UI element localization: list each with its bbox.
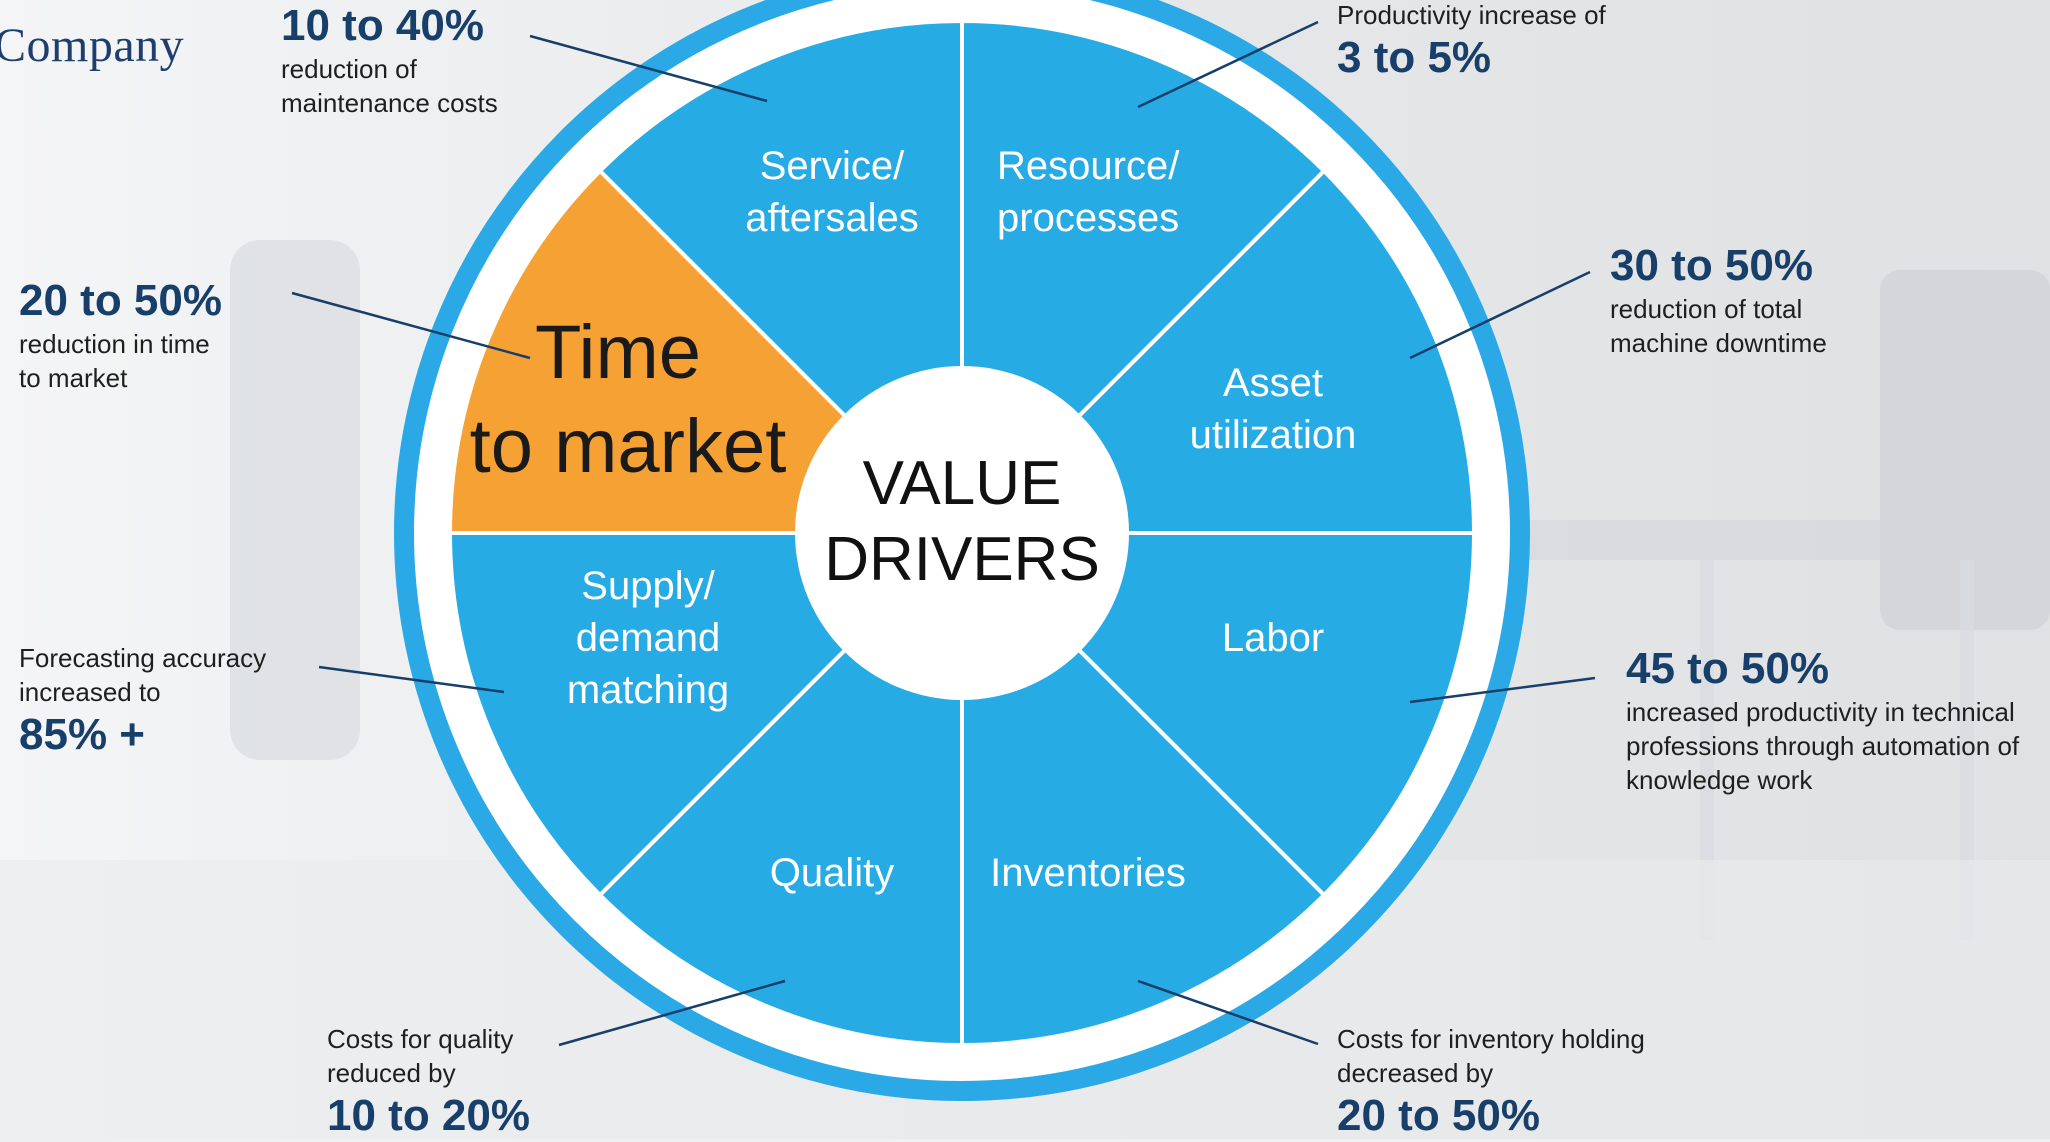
connector-labor — [1409, 676, 1596, 704]
label-service-line1: Service/ — [760, 144, 905, 188]
label-time-to-market-line2: to market — [470, 404, 787, 489]
label-resource-line1: Resource/ — [997, 144, 1180, 188]
annotation-labor-text1: increased productivity in technical — [1626, 697, 2015, 727]
label-resource-line2: processes — [997, 196, 1179, 240]
center-hub — [795, 366, 1129, 700]
annotation-resource: Productivity increase of 3 to 5% — [1337, 0, 1606, 84]
center-label-line2: DRIVERS — [824, 525, 1100, 594]
annotation-asset-text2: machine downtime — [1610, 328, 1827, 358]
annotation-inventories-value: 20 to 50% — [1337, 1091, 1540, 1140]
annotation-supply-text1: Forecasting accuracy — [19, 643, 267, 673]
label-asset-line2: utilization — [1190, 413, 1357, 457]
label-supply-line3: matching — [567, 668, 729, 712]
annotation-quality-value: 10 to 20% — [327, 1091, 530, 1140]
annotation-asset-value: 30 to 50% — [1610, 241, 1813, 290]
annotation-service-text2: maintenance costs — [281, 88, 498, 118]
annotation-asset-text1: reduction of total — [1610, 294, 1803, 324]
annotation-quality-text2: reduced by — [327, 1058, 456, 1088]
annotation-time-to-market: 20 to 50% reduction in time to market — [19, 275, 222, 395]
label-labor: Labor — [1222, 616, 1324, 660]
annotation-supply-text2: increased to — [19, 677, 161, 707]
connector-asset — [1409, 270, 1591, 360]
annotation-time-to-market-text1: reduction in time — [19, 329, 210, 359]
company-logo: Company — [0, 19, 185, 72]
annotation-inventories: Costs for inventory holding decreased by… — [1337, 1022, 1645, 1142]
annotation-resource-pretext: Productivity increase of — [1337, 0, 1606, 30]
annotation-labor-text3: knowledge work — [1626, 765, 1813, 795]
annotation-labor-text2: professions through automation of — [1626, 731, 2020, 761]
annotation-inventories-text1: Costs for inventory holding — [1337, 1024, 1645, 1054]
label-asset-line1: Asset — [1223, 361, 1323, 405]
label-supply-line1: Supply/ — [581, 564, 715, 608]
annotation-quality-text1: Costs for quality — [327, 1024, 514, 1054]
annotation-supply: Forecasting accuracy increased to 85% + — [19, 641, 266, 761]
center-label-line1: VALUE — [863, 449, 1062, 518]
annotation-resource-value: 3 to 5% — [1337, 33, 1492, 82]
annotation-quality: Costs for quality reduced by 10 to 20% — [327, 1022, 530, 1142]
annotation-service-text1: reduction of — [281, 54, 417, 84]
label-inventories: Inventories — [990, 851, 1186, 895]
annotation-time-to-market-value: 20 to 50% — [19, 276, 222, 325]
connector-service — [529, 34, 768, 103]
connector-time-to-market — [291, 291, 531, 360]
connector-quality — [558, 979, 786, 1047]
annotation-inventories-text2: decreased by — [1337, 1058, 1494, 1088]
annotation-service: 10 to 40% reduction of maintenance costs — [281, 0, 498, 120]
annotation-labor: 45 to 50% increased productivity in tech… — [1626, 643, 2019, 797]
connector-supply — [318, 665, 505, 694]
label-service-line2: aftersales — [745, 196, 918, 240]
connector-inventories — [1137, 979, 1319, 1046]
label-supply-line2: demand — [576, 616, 721, 660]
annotation-labor-value: 45 to 50% — [1626, 644, 1829, 693]
label-quality: Quality — [770, 851, 895, 895]
connector-resource — [1137, 20, 1319, 109]
annotation-time-to-market-text2: to market — [19, 363, 128, 393]
annotation-asset: 30 to 50% reduction of total machine dow… — [1610, 240, 1827, 360]
annotation-supply-value: 85% + — [19, 710, 145, 759]
label-time-to-market-line1: Time — [535, 310, 701, 395]
annotation-service-value: 10 to 40% — [281, 1, 484, 50]
